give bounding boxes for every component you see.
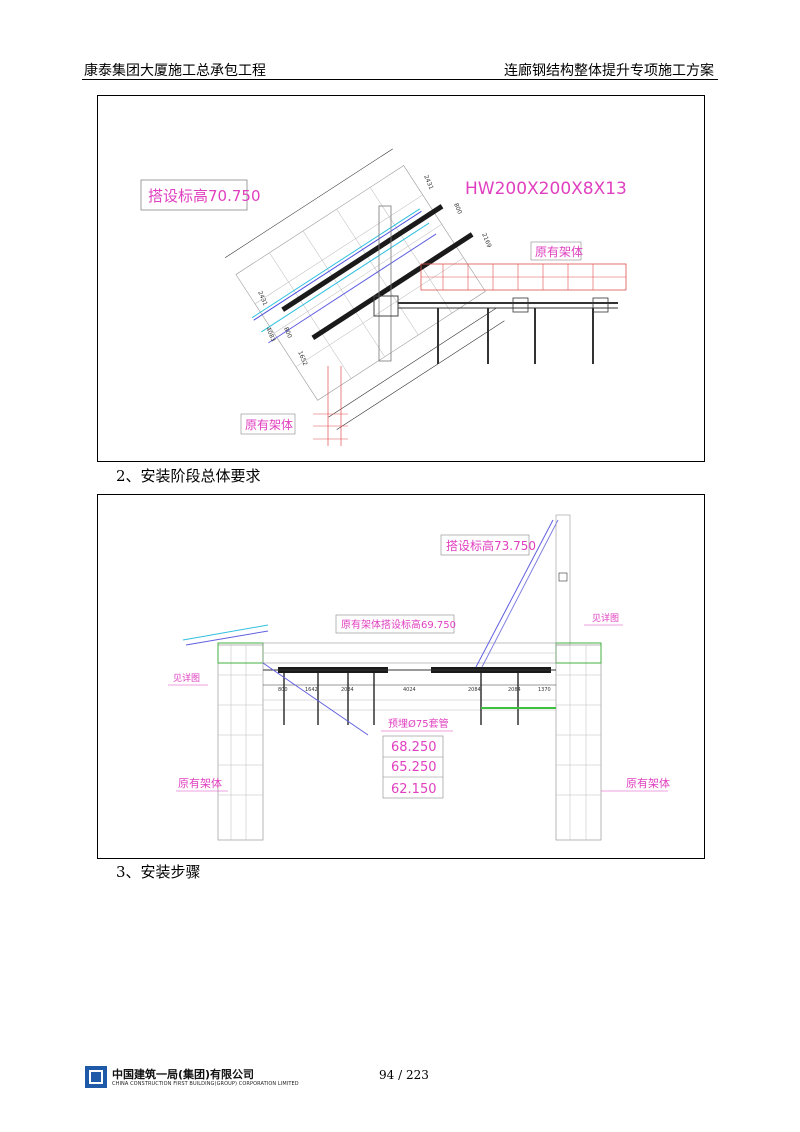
page-number: 94 / 223 bbox=[379, 1068, 429, 1082]
existing-frame-label-left: 原有架体 bbox=[178, 776, 222, 790]
existing-frame-top-grid bbox=[262, 642, 557, 711]
elevation-value: 65.250 bbox=[391, 760, 437, 775]
top-elevation-label: 搭设标高73.750 bbox=[446, 538, 536, 553]
embedded-pipe-label: 预埋Ø75套管 bbox=[388, 717, 449, 730]
company-logo-icon bbox=[85, 1066, 107, 1088]
existing-frame-elevation-label: 原有架体搭设标高69.750 bbox=[341, 618, 456, 631]
dim-text: 2084 bbox=[508, 687, 521, 693]
vertical-column bbox=[378, 205, 392, 362]
support-block-left bbox=[217, 642, 264, 664]
dim-text: 1370 bbox=[538, 687, 551, 693]
footer-company-name: 中国建筑一局(集团)有限公司 bbox=[112, 1068, 255, 1081]
left-tower-grid bbox=[217, 644, 264, 841]
beam-section-label: HW200X200X8X13 bbox=[465, 179, 627, 199]
dim-text: 800 bbox=[452, 202, 463, 215]
dim-text: 800 bbox=[282, 326, 293, 339]
dim-text: 2084 bbox=[468, 687, 481, 693]
drawing-1-svg: 搭设标高70.750 HW200X200X8X13 2431 bbox=[140, 148, 627, 446]
dim-text: 4083 bbox=[264, 326, 276, 343]
elevation-label: 搭设标高70.750 bbox=[148, 187, 261, 205]
elevation-value: 68.250 bbox=[391, 740, 437, 755]
elevation-value: 62.150 bbox=[391, 782, 437, 797]
cad-drawing-plan: 搭设标高70.750 HW200X200X8X13 2431 bbox=[97, 95, 705, 462]
existing-frame-bottom-grid bbox=[313, 366, 348, 446]
existing-frame-label-right: 原有架体 bbox=[535, 245, 583, 259]
existing-frame-right-grid bbox=[420, 263, 627, 291]
dim-text: 4024 bbox=[403, 687, 416, 693]
elevation-stack-box bbox=[382, 735, 444, 799]
detail-callout-left: 见详图 bbox=[173, 672, 200, 684]
elevation-label-box bbox=[140, 179, 248, 211]
header-project-title: 康泰集团大厦施工总承包工程 bbox=[84, 63, 266, 79]
existing-frame-label-bottom: 原有架体 bbox=[245, 418, 293, 432]
diagonal-scaffold bbox=[224, 148, 505, 430]
dim-text: 2169 bbox=[480, 232, 492, 249]
dim-text: 2084 bbox=[341, 687, 354, 693]
dim-text: 1642 bbox=[305, 687, 318, 693]
dim-text: 800 bbox=[278, 687, 288, 693]
section-heading: 2、安装阶段总体要求 bbox=[116, 467, 261, 485]
right-tower-grid bbox=[555, 514, 602, 841]
section-heading: 3、安装步骤 bbox=[116, 863, 201, 881]
footer-company-name-en: CHINA CONSTRUCTION FIRST BUILDING(GROUP)… bbox=[112, 1081, 299, 1087]
dim-text: 1652 bbox=[296, 350, 308, 367]
cad-drawing-elevation: 800 1642 2084 4024 2084 2084 1370 搭设标高73… bbox=[97, 494, 705, 859]
header-divider bbox=[82, 79, 718, 80]
dim-text: 2431 bbox=[256, 290, 268, 307]
dim-text: 2431 bbox=[422, 174, 434, 191]
support-block-right bbox=[555, 642, 602, 664]
existing-frame-label-right: 原有架体 bbox=[626, 776, 670, 790]
detail-callout-right: 见详图 bbox=[592, 612, 619, 624]
drawing-2-svg: 800 1642 2084 4024 2084 2084 1370 搭设标高73… bbox=[168, 514, 670, 841]
steel-beam-upper bbox=[281, 204, 444, 312]
header-document-title: 连廊钢结构整体提升专项施工方案 bbox=[504, 63, 714, 79]
diagonal-brace bbox=[475, 519, 554, 668]
steel-beam-lower bbox=[311, 232, 474, 340]
